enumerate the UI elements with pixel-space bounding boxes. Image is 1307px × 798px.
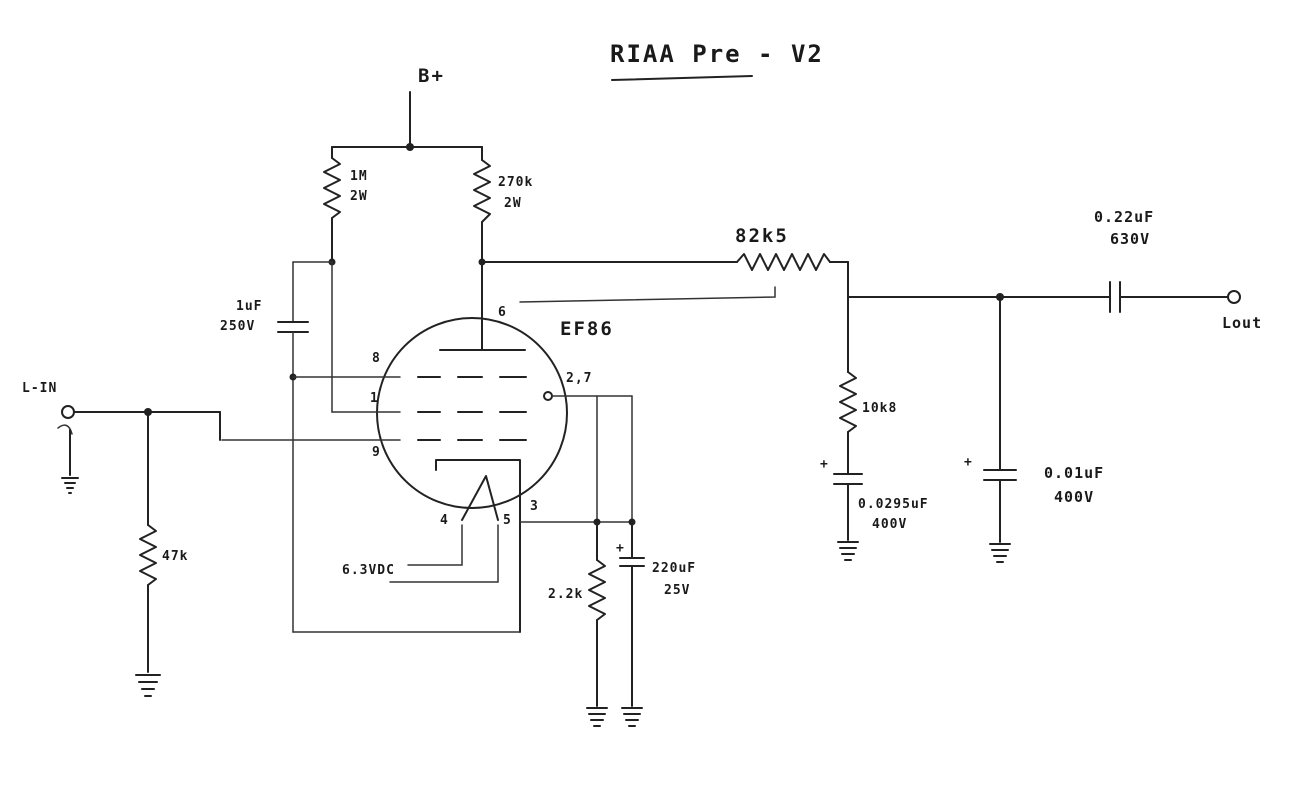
pin-2-7-node	[543, 391, 553, 401]
ground-shunt	[837, 541, 859, 561]
pin-9: 9	[372, 445, 381, 460]
cathode-resistor: 2.2k	[548, 521, 606, 707]
ground-cathode-resistor	[586, 707, 608, 727]
title-group: RIAA Pre - V2	[610, 40, 824, 81]
output-capacitor-rating: 630V	[1110, 230, 1150, 248]
plate-resistor-rating: 2W	[504, 196, 522, 211]
cathode-capacitor-rating: 25V	[664, 583, 690, 598]
grid-resistor-value: 47k	[162, 549, 188, 564]
screen-resistor-value: 1M	[350, 169, 368, 184]
tube-envelope	[376, 317, 568, 509]
pin-5: 5	[503, 513, 512, 528]
output-section: 0.22uF 630V Lout	[1094, 208, 1262, 332]
cathode-capacitor-polarity: +	[616, 541, 625, 556]
ground-grid-resistor	[135, 674, 161, 697]
grid-resistor: 47k	[139, 524, 188, 673]
tube-label: EF86	[560, 318, 614, 340]
tube-heater	[461, 475, 499, 521]
supply-rail: B+	[331, 65, 483, 151]
output-capacitor-value: 0.22uF	[1094, 208, 1154, 226]
feedback-tick	[519, 286, 776, 303]
cathode-capacitor: + 220uF 25V	[616, 521, 696, 707]
heater-label: 6.3VDC	[342, 563, 395, 578]
input-section: L-IN	[22, 381, 221, 526]
screen-resistor-rating: 2W	[350, 189, 368, 204]
title-underline	[611, 75, 753, 81]
pin-3: 3	[530, 499, 539, 514]
ground-filter	[989, 543, 1011, 563]
filter-capacitor-rating: 400V	[1054, 488, 1094, 506]
cathode-resistor-value: 2.2k	[548, 587, 583, 602]
screen-capacitor-rating: 250V	[220, 319, 255, 334]
pin-4: 4	[440, 513, 449, 528]
plate-resistor-value: 270k	[498, 175, 533, 190]
pin-6: 6	[498, 305, 507, 320]
ground-cathode-capacitor	[621, 707, 643, 727]
series-resistor-value: 82k5	[735, 225, 789, 247]
shunt-resistor	[839, 371, 857, 433]
output-label: Lout	[1222, 314, 1262, 332]
pin-2-7: 2,7	[566, 371, 592, 386]
input-label: L-IN	[22, 381, 57, 396]
screen-capacitor: 1uF 250V	[220, 261, 333, 633]
output-jack[interactable]	[1227, 290, 1241, 304]
supply-label: B+	[418, 65, 445, 87]
supply-junction	[406, 143, 414, 151]
shunt-capacitor-polarity: +	[820, 457, 829, 472]
heater-lead-2	[389, 524, 499, 583]
heater-lead-1	[407, 524, 463, 566]
input-jack[interactable]	[61, 405, 75, 419]
shunt-resistor-value: 10k8	[862, 401, 897, 416]
input-jack-sleeve	[57, 424, 73, 435]
cathode-capacitor-value: 220uF	[652, 561, 696, 576]
screen-resistor: 1M 2W	[323, 146, 368, 266]
ground-input	[61, 477, 79, 494]
series-resistor	[736, 253, 831, 271]
screen-capacitor-value: 1uF	[236, 299, 262, 314]
riaa-network: 82k5 10k8 + 0.0295uF 400V + 0.01uF 400V	[481, 225, 1111, 543]
shunt-capacitor-value: 0.0295uF	[858, 497, 929, 512]
filter-capacitor-polarity: +	[964, 455, 973, 470]
ef86-tube: EF86 6 8 1 9 2,7 3	[221, 261, 636, 633]
plate-resistor: 270k 2W	[473, 146, 533, 266]
filter-capacitor-value: 0.01uF	[1044, 464, 1104, 482]
shunt-capacitor-rating: 400V	[872, 517, 907, 532]
tube-cathode	[435, 459, 521, 633]
diagram-title: RIAA Pre - V2	[610, 40, 824, 68]
pin-8: 8	[372, 351, 381, 366]
pin-1: 1	[370, 391, 379, 406]
